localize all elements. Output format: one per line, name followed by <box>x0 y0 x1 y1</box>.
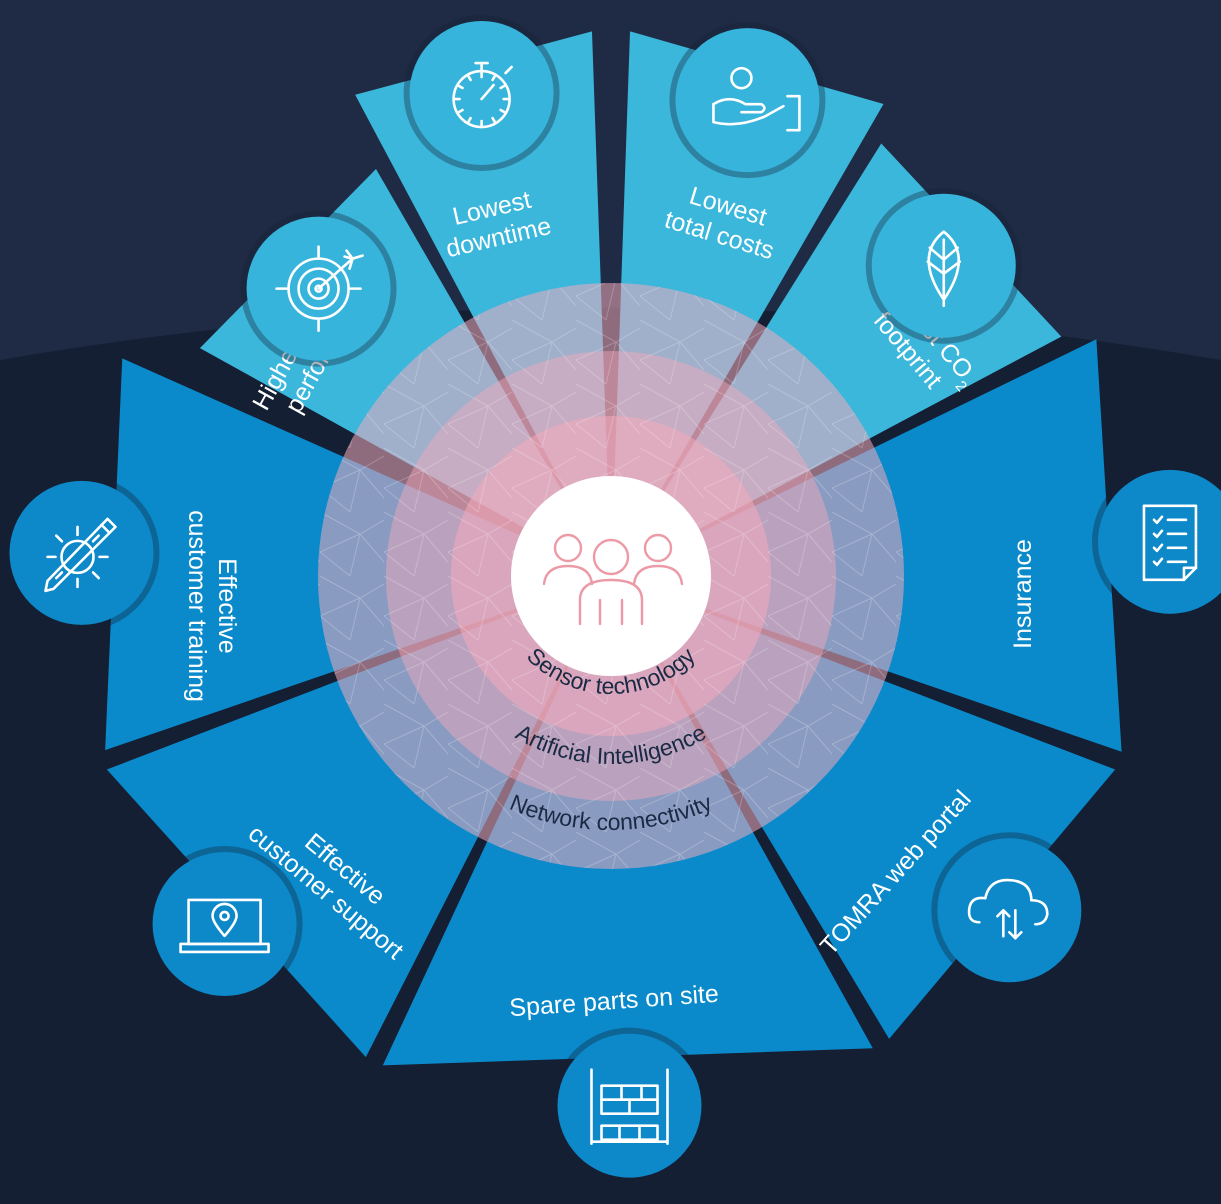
people-group-icon <box>542 533 684 626</box>
center-badge <box>511 476 711 676</box>
center-circle <box>511 476 711 676</box>
target-icon <box>275 245 364 332</box>
segment-icons <box>3 15 1221 1184</box>
checklist-document-icon <box>1142 504 1198 582</box>
gear-pencil-icon <box>44 517 117 593</box>
icon-circle-effective-customer-training <box>9 480 154 625</box>
cloud-upload-download-icon <box>967 878 1049 940</box>
parts-shelf-icon <box>590 1068 669 1145</box>
label-effective-customer-training: Effectivecustomer training <box>183 510 241 702</box>
stopwatch-icon <box>452 61 513 129</box>
laptop-location-icon <box>179 898 270 954</box>
icon-circle-effective-customer-support <box>152 851 297 996</box>
icon-circle-lowest-downtime <box>409 21 554 166</box>
hand-coin-icon <box>712 66 801 132</box>
icon-circle-tomra-web-portal <box>937 838 1082 983</box>
icon-circle-lowest-total-costs <box>675 28 820 173</box>
label-insurance: Insurance <box>1009 539 1037 649</box>
leaf-icon <box>926 230 962 307</box>
